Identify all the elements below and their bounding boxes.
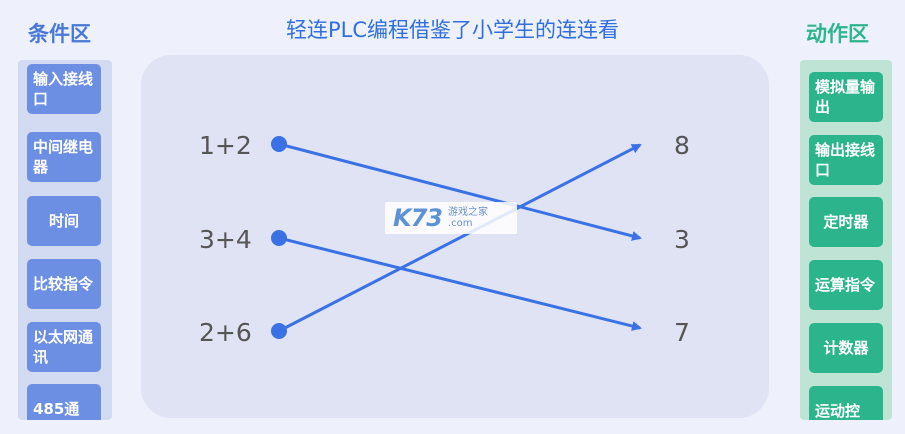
right-label-3: 7 [674,318,690,347]
watermark-line-2: .com [448,218,473,229]
left-label-2: 3+4 [199,225,252,254]
condition-item-input-terminal[interactable]: 输入接线口 [27,64,101,114]
watermark-logo: K73 [393,204,443,232]
page-title: 轻连PLC编程借鉴了小学生的连连看 [285,18,620,42]
condition-item-time[interactable]: 时间 [27,196,101,246]
condition-list: 输入接线口 中间继电器 时间 比较指令 以太网通讯 485通 [18,60,112,420]
condition-item-relay[interactable]: 中间继电器 [27,132,101,182]
action-item-timer[interactable]: 定时器 [809,197,883,247]
condition-item-compare[interactable]: 比较指令 [27,259,101,309]
action-list: 模拟量输出 输出接线口 定时器 运算指令 计数器 运动控 [800,60,892,420]
action-item-math[interactable]: 运算指令 [809,260,883,310]
action-item-output-terminal[interactable]: 输出接线口 [809,135,883,185]
condition-item-485[interactable]: 485通 [27,384,101,420]
action-item-counter[interactable]: 计数器 [809,323,883,373]
condition-item-ethernet[interactable]: 以太网通讯 [27,322,101,372]
action-item-motion[interactable]: 运动控 [809,386,883,420]
watermark-line-1: 游戏之家 [448,207,488,218]
right-label-1: 8 [674,131,690,160]
left-label-1: 1+2 [199,131,252,160]
watermark: K73 游戏之家 .com [385,202,517,234]
action-item-analog-output[interactable]: 模拟量输出 [809,72,883,122]
right-label-2: 3 [674,225,690,254]
condition-area-title: 条件区 [28,22,91,46]
action-area-title: 动作区 [806,22,869,46]
left-label-3: 2+6 [199,318,252,347]
